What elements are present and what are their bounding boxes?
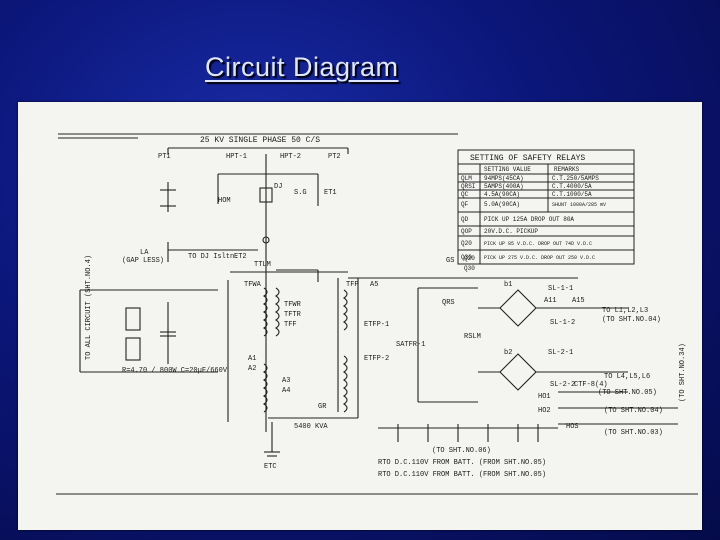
slide-title: Circuit Diagram <box>205 52 399 82</box>
label-to-sht06: (TO SHT.NO.06) <box>432 447 491 455</box>
label-tfp: TFP <box>346 281 359 289</box>
label-hpt2: HPT-2 <box>280 153 301 161</box>
label-ho2: HO2 <box>538 407 551 415</box>
label-cap-note: R=4.70 / 800W C=20µF/660V <box>122 367 228 375</box>
label-ho1: HO1 <box>538 393 551 401</box>
label-a4: A4 <box>282 387 290 395</box>
label-sl12: SL-1-2 <box>550 319 575 327</box>
label-dj: DJ <box>274 183 282 191</box>
relay-row-remark: C.T.250/5AMPS <box>552 175 599 182</box>
label-sl11: SL-1-1 <box>548 285 573 293</box>
label-a11: A11 <box>544 297 557 305</box>
label-hom: HOM <box>218 197 231 205</box>
label-to-sht05: (TO SHT.NO.05) <box>598 389 657 397</box>
label-aux: A5 <box>370 281 378 289</box>
label-ctf: CTF-8(4) <box>574 381 608 389</box>
label-gs: GS <box>446 257 454 265</box>
relay-table <box>457 149 635 265</box>
label-et1: ET1 <box>324 189 337 197</box>
relay-table-title: SETTING OF SAFETY RELAYS <box>470 154 585 163</box>
relay-row-remark: C.T.4000/5A <box>552 183 592 190</box>
relay-row-setting: 5.0A(90CA) <box>484 201 520 208</box>
relay-row-setting: PICK UP 85 V.D.C. DROP OUT 74D V.D.C <box>484 241 592 247</box>
label-et2: ET2 <box>234 253 247 261</box>
label-sl22: SL-2-2 <box>550 381 575 389</box>
label-hos: HOS <box>566 423 579 431</box>
label-tff: TFF <box>284 321 297 329</box>
label-b1: b1 <box>504 281 512 289</box>
label-ttlm: TTLM <box>254 261 271 269</box>
label-right-vert: (TO SHT.NO.34) <box>679 343 687 402</box>
label-b2: b2 <box>504 349 512 357</box>
relay-row-name: QRSI <box>461 183 475 190</box>
relay-row-name: QD <box>461 216 469 223</box>
label-a15: A15 <box>572 297 585 305</box>
label-a1: A1 <box>248 355 256 363</box>
label-kva: 5400 KVA <box>294 423 328 431</box>
label-to-sht04b: (TO SHT.NO.04) <box>604 407 663 415</box>
label-isolating: TO DJ Isltn. <box>188 253 238 261</box>
label-rslm: RSLM <box>464 333 481 341</box>
label-la: LA <box>140 249 149 257</box>
label-bat2: RTO D.C.110V FROM BATT. (FROM SHT.NO.05) <box>378 471 546 479</box>
relay-row-setting: 4.5A(90CA) <box>484 191 520 198</box>
label-to-l4: TO L4,L5,L6 <box>604 373 650 381</box>
label-q30: Q30 <box>464 265 475 272</box>
label-tfwa: TFWA <box>244 281 262 289</box>
label-hpt1: HPT-1 <box>226 153 247 161</box>
diagram-heading: 25 KV SINGLE PHASE 50 C/S <box>200 136 320 145</box>
relay-row-name: Q30 <box>461 254 472 261</box>
label-stfr: SATFR-1 <box>396 341 425 349</box>
relay-row-setting: PICK UP 125A DROP OUT 80A <box>484 216 574 223</box>
label-a3: A3 <box>282 377 290 385</box>
relay-row-remark: SHUNT 1000A/285 mV <box>552 202 606 208</box>
label-pt2: PT2 <box>328 153 341 161</box>
label-to-sht03: (TO SHT.NO.03) <box>604 429 663 437</box>
label-qrs: QRS <box>442 299 455 307</box>
label-ep2: ETFP-2 <box>364 355 389 363</box>
label-ep1: ETFP-1 <box>364 321 389 329</box>
relay-table-header-setting: SETTING VALUE <box>484 166 531 173</box>
label-etc: ETC <box>264 463 277 471</box>
relay-row-setting: 5AMPS(400A) <box>484 183 524 190</box>
relay-row-remark: C.T.1000/5A <box>552 191 592 198</box>
relay-row-name: QF <box>461 201 469 208</box>
relay-row-name: QLM <box>461 175 472 182</box>
relay-row-name: Q20 <box>461 240 472 247</box>
relay-row-setting: 20V.D.C. PICKUP <box>484 228 538 235</box>
label-to-sht04: (TO SHT.NO.04) <box>602 316 661 324</box>
label-gr: GR <box>318 403 327 411</box>
label-q20: Q20 <box>464 255 475 262</box>
label-a2: A2 <box>248 365 256 373</box>
label-tftr: TFTR <box>284 311 302 319</box>
relay-row-setting: 94MPS(45CA) <box>484 175 524 182</box>
label-to-l1: TO L1,L2,L3 <box>602 307 648 315</box>
label-pt1: PT1 <box>158 153 171 161</box>
label-left-note: TO ALL CIRCUIT (SHT.NO.4) <box>85 255 93 360</box>
label-sg: S.G <box>294 189 307 197</box>
label-sl21: SL-2-1 <box>548 349 573 357</box>
label-bat1: RTO D.C.110V FROM BATT. (FROM SHT.NO.05) <box>378 459 546 467</box>
relay-row-name: QOP <box>461 228 472 235</box>
relay-table-header-remarks: REMARKS <box>554 166 580 173</box>
relay-row-name: QC <box>461 191 469 198</box>
circuit-diagram-sheet: 25 KV SINGLE PHASE 50 C/S PT1 HPT-1 HPT-… <box>18 102 702 530</box>
relay-row-setting: PICK UP 275 V.D.C. DROP OUT 250 V.D.C <box>484 255 595 261</box>
circuit-diagram: 25 KV SINGLE PHASE 50 C/S PT1 HPT-1 HPT-… <box>56 133 698 495</box>
label-gap-less: (GAP LESS) <box>122 257 164 265</box>
label-tfwr: TFWR <box>284 301 302 309</box>
